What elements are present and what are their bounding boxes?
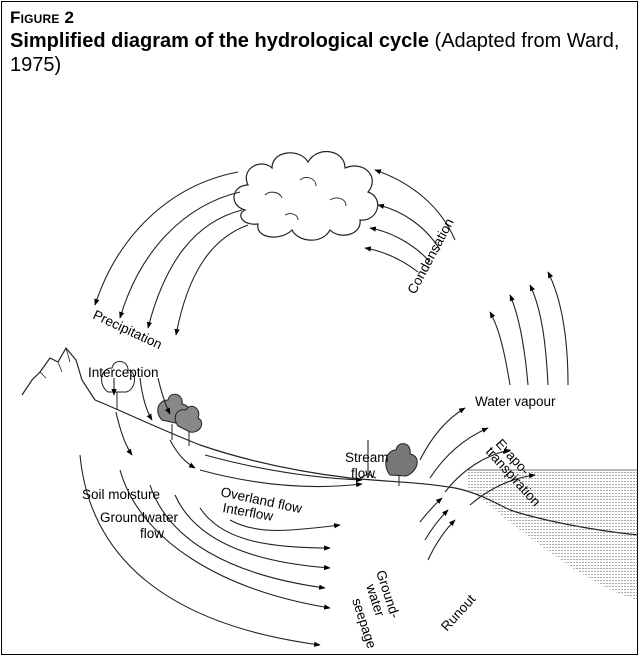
label-condensation: Condensation bbox=[404, 216, 456, 297]
label-runout: Runout bbox=[438, 591, 478, 634]
label-precipitation: Precipitation bbox=[91, 307, 165, 352]
tree-3 bbox=[386, 444, 418, 486]
label-interception: Interception bbox=[88, 365, 159, 380]
label-soil-moisture: Soil moisture bbox=[82, 487, 160, 502]
label-groundwater-flow-1: Groundwater bbox=[100, 510, 179, 525]
tree-2 bbox=[158, 394, 202, 446]
sea bbox=[468, 470, 638, 600]
label-groundwater-flow-2: flow bbox=[140, 526, 164, 541]
label-water-vapour: Water vapour bbox=[475, 394, 556, 409]
precipitation-arrows bbox=[95, 172, 248, 335]
groundwater-flow-arrows bbox=[80, 455, 340, 645]
runout-arrows bbox=[420, 498, 455, 560]
cloud bbox=[234, 152, 378, 241]
label-stream-flow-2: flow bbox=[351, 466, 375, 481]
label-stream-flow-1: Stream bbox=[345, 450, 389, 465]
water-vapour-arrows bbox=[490, 272, 568, 385]
